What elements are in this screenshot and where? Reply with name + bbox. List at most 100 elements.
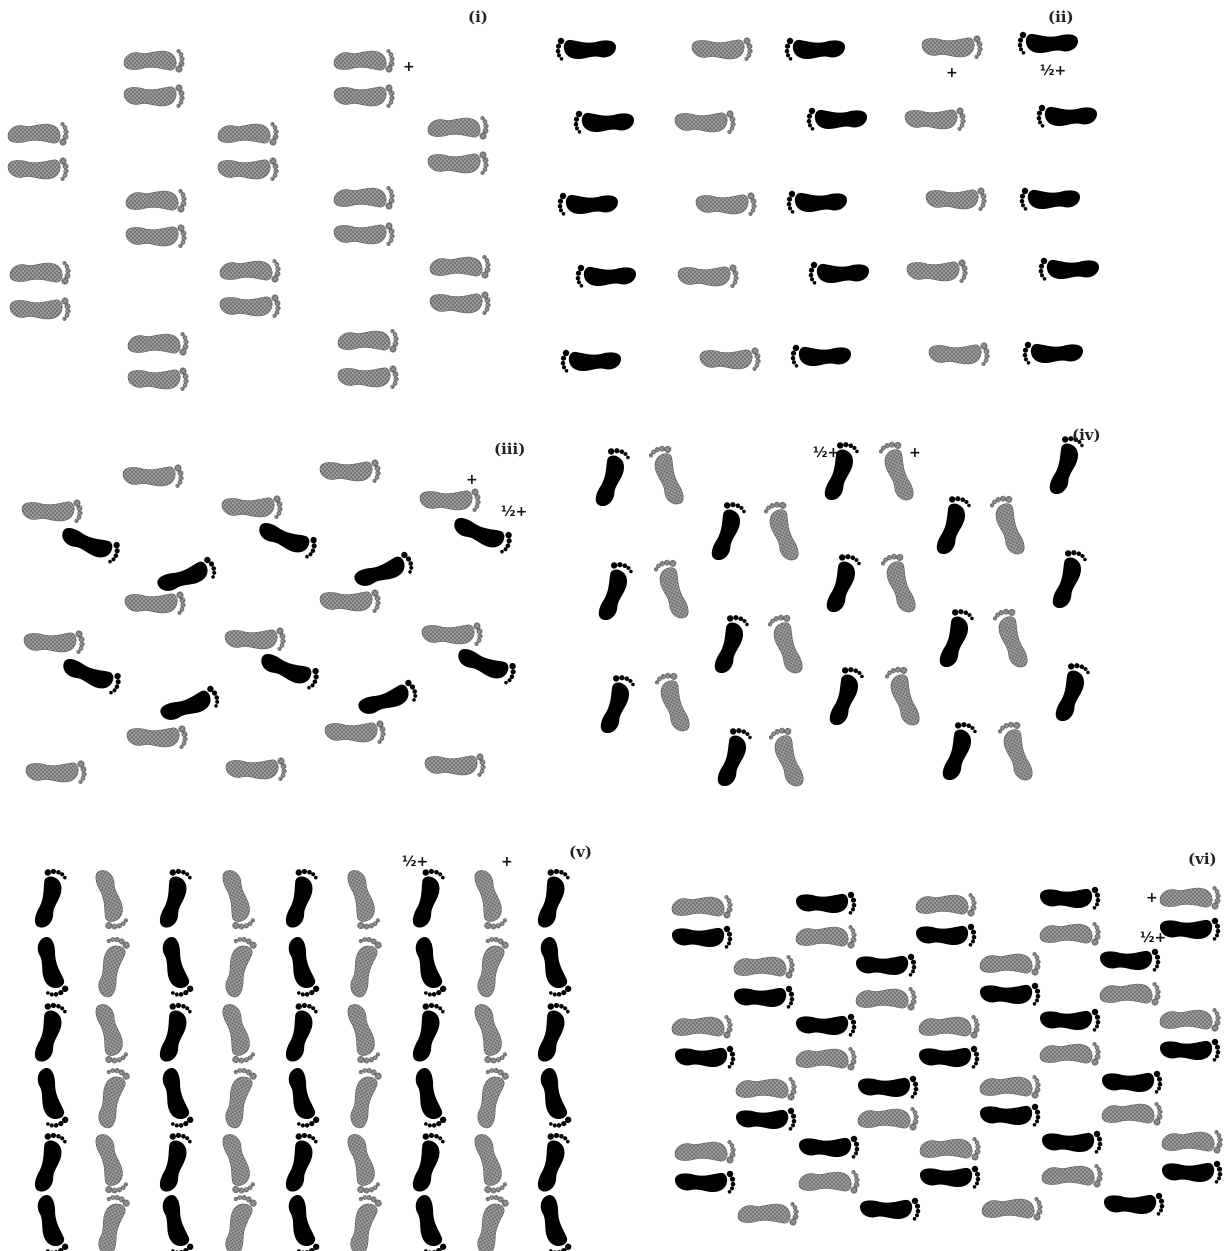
footprint-icon-vi-black [799,1136,859,1159]
footprint-icon-ii-grey [700,348,760,371]
footprint-icon-vi-grey [796,925,856,948]
footprint-icon-v-black [155,867,193,931]
footprint-icon-ii-black [576,265,636,288]
footprint-icon-iii-grey [22,500,82,523]
footprint-icon-vi-grey [796,1047,856,1070]
panel-label-ii: (ii) [1048,8,1074,26]
footprint-icon-v-black [30,1001,68,1065]
footprint-icon-vi-grey [1100,982,1160,1005]
footprint-icon-vi-grey [1160,1008,1220,1031]
footprint-icon-vi-grey [675,1140,735,1163]
footprint-icon-ii-black [561,350,621,373]
footprint-icon-iv-black [1048,547,1088,611]
footprint-icon-v-black [32,935,70,999]
footprint-icon-ii-grey [905,108,965,131]
footprint-icon-vi-grey [1042,1164,1102,1187]
footprint-icon-vi-grey [982,1197,1042,1220]
footprint-icon-v-grey [470,1001,508,1065]
footprint-icon-iv-black [1051,660,1091,724]
footprint-icon-vi-grey [980,1075,1040,1098]
footprint-icon-iv-black [932,493,972,557]
panel-label-iv: (iv) [1072,426,1101,444]
footprint-icon-vi-black [1040,1009,1100,1032]
footprint-icon-vi-black [734,986,794,1009]
footprint-icon-iii-grey [123,465,183,488]
footprint-icon-ii-black [791,345,851,368]
footprint-icon-ii-grey [907,260,967,283]
footprint-icon-i-grey [126,225,186,248]
footprint-icon-iii-black [58,523,122,565]
footprint-icon-vi-black [1162,1161,1222,1184]
half-plus-marker-iii: ½+ [501,505,527,519]
footprint-icon-ii-black [809,262,869,285]
footprint-icon-vi-black [1102,1071,1162,1094]
footprint-icon-v-black [535,1193,573,1251]
footprint-icon-i-grey [10,298,70,321]
half-plus-marker-ii: ½+ [1040,64,1066,78]
footprint-icon-v-black [283,1066,321,1130]
footprint-icon-i-grey [334,186,394,209]
footprint-icon-iii-grey [24,631,84,654]
footprint-icon-vi-black [1042,1131,1102,1154]
footprint-icon-v-black [281,1001,319,1065]
footprint-icon-iii-grey [222,496,282,519]
footprint-icon-vi-grey [672,895,732,918]
footprint-icon-i-grey [124,85,184,108]
plus-marker-iii: + [466,473,478,487]
footprint-icon-v-grey [218,1131,256,1195]
footprint-icon-iii-grey [420,489,480,512]
footprint-icon-vi-black [1160,918,1220,941]
footprint-icon-ii-black [1037,105,1097,128]
footprint-icon-i-grey [8,158,68,181]
footprint-icon-v-black [533,1001,571,1065]
footprint-icon-v-black [30,867,68,931]
footprint-icon-vi-grey [1102,1102,1162,1125]
footprint-icon-vi-black [858,1076,918,1099]
footprint-icon-v-black [281,1131,319,1195]
footprint-icon-v-grey [345,1193,383,1251]
footprint-icon-i-grey [338,329,398,352]
footprint-icon-v-black [283,935,321,999]
footprint-icon-v-black [535,935,573,999]
footprint-icon-iv-black [935,606,975,670]
footprint-icon-ii-black [556,38,616,61]
plus-marker-v: + [501,855,513,869]
footprint-icon-vi-black [675,1171,735,1194]
footprint-icon-i-grey [334,85,394,108]
footprint-icon-ii-black [1039,258,1099,281]
footprint-icon-vi-grey [1162,1130,1222,1153]
footprint-icon-i-grey [220,295,280,318]
footprint-icon-iii-grey [26,761,86,784]
footprint-icon-vi-grey [856,987,916,1010]
footprint-icon-iv-grey [768,725,808,789]
footprint-icon-iii-black [155,555,219,597]
footprint-icon-v-black [408,1001,446,1065]
footprint-icon-v-black [410,1193,448,1251]
footprint-icon-v-black [410,1066,448,1130]
footprint-icon-iv-black [825,664,865,728]
footprint-icon-i-grey [334,49,394,72]
footprint-icon-v-black [533,867,571,931]
footprint-icon-iv-black [710,612,750,676]
footprint-icon-vi-grey [799,1170,859,1193]
footprint-icon-vi-black [1160,1039,1220,1062]
footprint-icon-v-grey [343,1131,381,1195]
footprint-icon-vi-grey [1040,1042,1100,1065]
footprint-icon-iii-grey [225,628,285,651]
footprint-icon-i-grey [218,158,278,181]
footprint-icon-iii-grey [125,592,185,615]
half-plus-marker-vi: ½+ [1140,931,1166,945]
footprint-icon-vi-grey [1040,922,1100,945]
footprint-icon-ii-grey [929,343,989,366]
footprint-icon-vi-black [1104,1193,1164,1216]
footprint-icon-iii-black [59,654,123,696]
footprint-icon-ii-grey [696,193,756,216]
footprint-icon-iii-grey [422,623,482,646]
footprint-icon-iv-grey [989,493,1029,557]
footprint-icon-ii-grey [678,265,738,288]
half-plus-marker-iv: ½+ [813,446,839,460]
footprint-icon-iv-grey [767,612,807,676]
footprint-icon-iv-grey [880,551,920,615]
footprint-icon-v-black [535,1066,573,1130]
footprint-icon-v-grey [343,867,381,931]
